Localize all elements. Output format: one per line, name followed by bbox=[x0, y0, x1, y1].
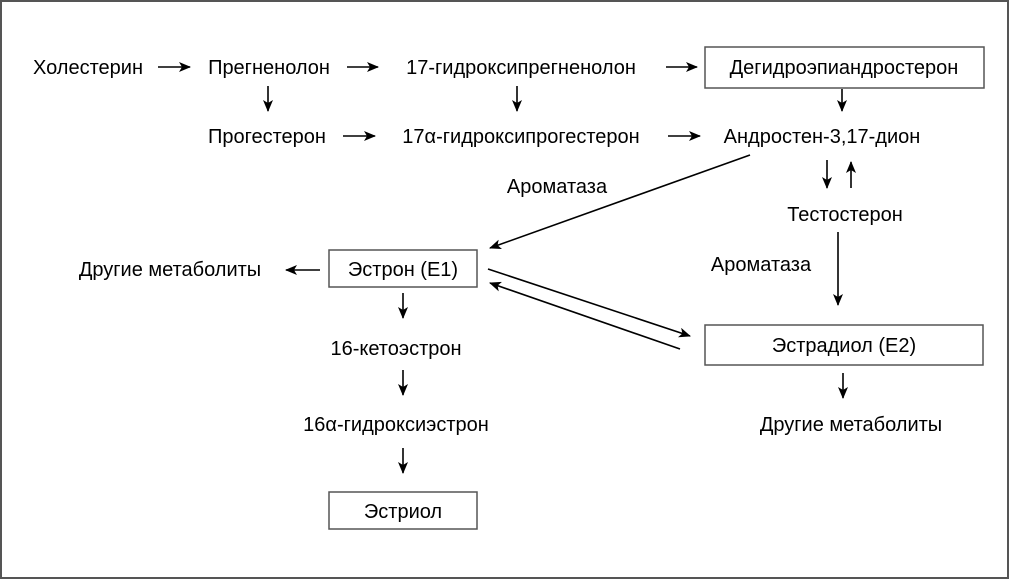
label-aromatase-2: Ароматаза bbox=[711, 254, 812, 276]
node-other-metabolites-left: Другие метаболиты bbox=[79, 259, 261, 281]
node-progesterone: Прогестерон bbox=[208, 126, 326, 148]
node-testosterone: Тестостерон bbox=[787, 204, 903, 226]
arrow bbox=[487, 268, 691, 338]
estrone-box bbox=[328, 249, 478, 288]
label-aromatase-1: Ароматаза bbox=[507, 176, 608, 198]
arrow bbox=[489, 281, 681, 350]
node-androstenedione: Андростен-3,17-дион bbox=[724, 126, 921, 148]
estriol-box bbox=[328, 491, 478, 530]
node-hydroxypregnenolone: 17-гидроксипрегненолон bbox=[406, 57, 636, 79]
node-pregnenolone: Прегненолон bbox=[208, 57, 330, 79]
aromatase-arrow-1 bbox=[489, 154, 751, 250]
node-estradiol: Эстрадиол (E2) bbox=[772, 335, 916, 357]
node-estriol: Эстриол bbox=[364, 501, 442, 523]
node-hydroxyestrone: 16α-гидроксиэстрон bbox=[303, 414, 489, 436]
estradiol-box bbox=[704, 324, 984, 366]
node-other-metabolites-right: Другие метаболиты bbox=[760, 414, 942, 436]
node-dhea: Дегидроэпиандростерон bbox=[730, 57, 959, 79]
node-cholesterol: Холестерин bbox=[33, 57, 143, 79]
node-estrone: Эстрон (E1) bbox=[348, 259, 458, 281]
dhea-box bbox=[704, 46, 985, 89]
node-hydroxyprogesterone: 17α-гидроксипрогестерон bbox=[402, 126, 639, 148]
node-ketoestrone: 16-кетоэстрон bbox=[330, 338, 461, 360]
